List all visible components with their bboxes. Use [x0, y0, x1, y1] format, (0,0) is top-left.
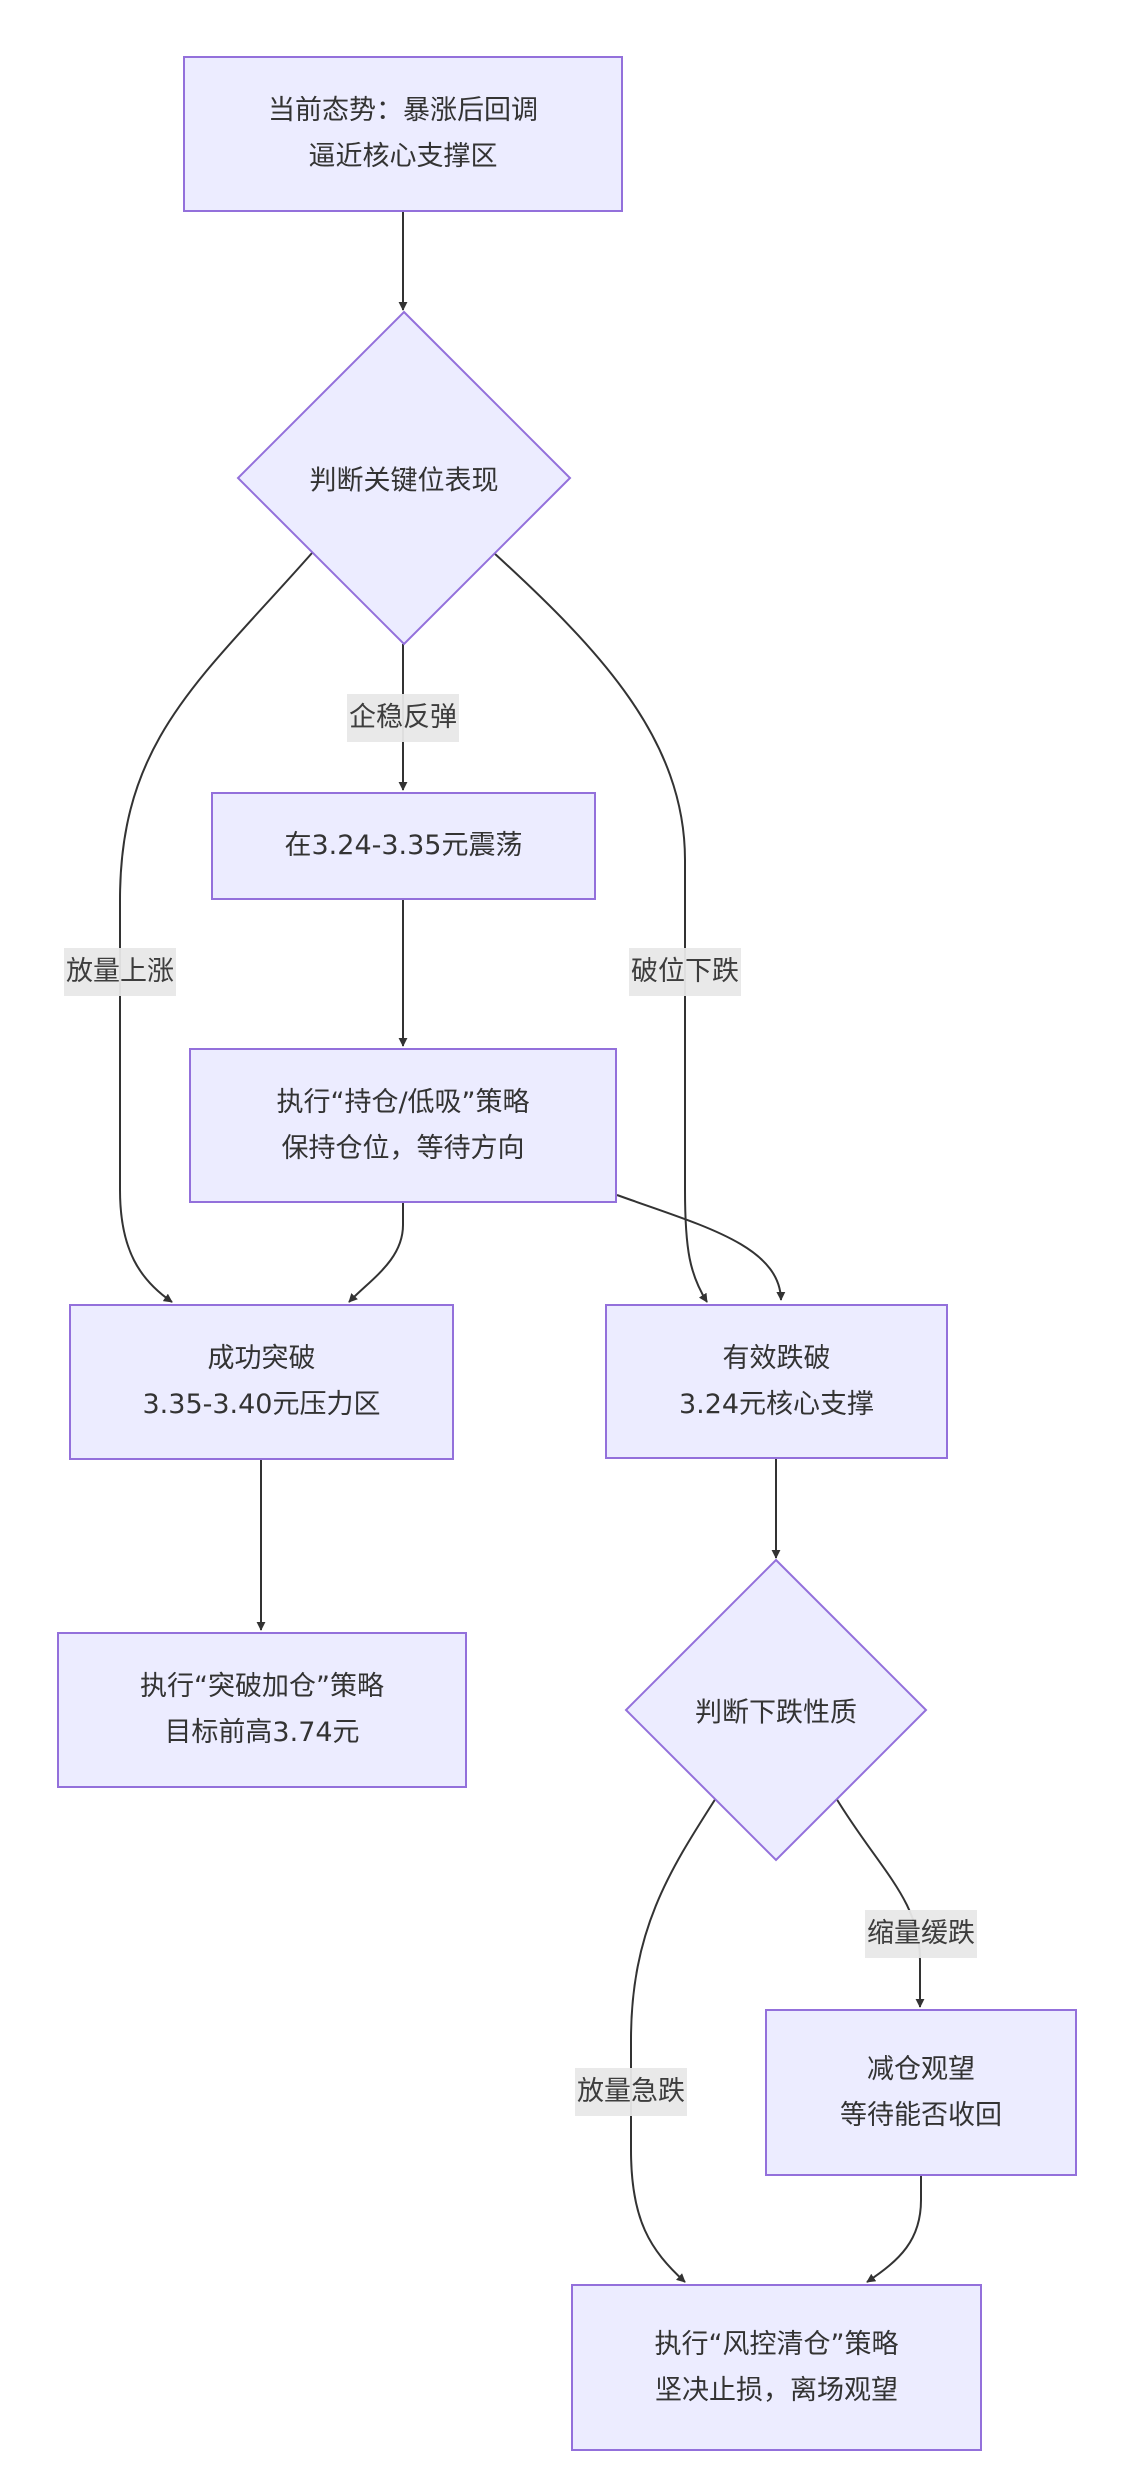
node-breakout: 成功突破 3.35-3.40元压力区 [69, 1304, 454, 1460]
node-text-line: 执行“持仓/低吸”策略 [276, 1086, 530, 1118]
node-text-line: 有效跌破 [722, 1342, 831, 1374]
node-text-line: 3.35-3.40元压力区 [142, 1389, 381, 1420]
edge-label-stabilize: 企稳反弹 [347, 694, 459, 742]
edge-hold-to-breakout [348, 1203, 404, 1303]
edge-label-sharp-drop: 放量急跌 [575, 2068, 687, 2116]
node-text-line: 在3.24-3.35元震荡 [284, 830, 523, 861]
node-text-line: 逼近核心支撑区 [308, 141, 498, 172]
node-reduce-watch: 减仓观望 等待能否收回 [765, 2009, 1077, 2176]
node-hold-strategy: 执行“持仓/低吸”策略 保持仓位，等待方向 [189, 1048, 617, 1203]
node-text-line: 执行“风控清仓”策略 [654, 2328, 899, 2360]
node-text-line: 减仓观望 [867, 2053, 975, 2085]
node-text-line: 成功突破 [207, 1343, 316, 1374]
node-text-line: 执行“突破加仓”策略 [140, 1671, 384, 1702]
edge-reduce-to-clear [866, 2176, 922, 2283]
decision-judge-drop-shape [624, 1558, 928, 1862]
node-risk-clear-strategy: 执行“风控清仓”策略 坚决止损，离场观望 [571, 2284, 982, 2451]
edge-judge-key-to-breakout [119, 552, 313, 1303]
edge-label-slow-drop: 缩量缓跌 [865, 1910, 977, 1958]
node-current-situation: 当前态势：暴涨后回调 逼近核心支撑区 [183, 56, 623, 212]
edge-judge-drop-to-reduce [835, 1797, 925, 2008]
node-text-line: 当前态势：暴涨后回调 [268, 95, 538, 126]
node-text-line: 3.24元核心支撑 [678, 1388, 875, 1420]
decision-judge-drop-label: 判断下跌性质 [695, 1697, 857, 1729]
edge-label-volume-up: 放量上涨 [64, 948, 176, 996]
node-text-line: 坚决止损，离场观望 [655, 2374, 898, 2406]
edge-hold-to-breakdown [616, 1194, 786, 1301]
edge-judge-drop-to-clear [630, 1797, 717, 2283]
edge-judge-key-to-breakdown [493, 552, 708, 1303]
node-add-position-strategy: 执行“突破加仓”策略 目标前高3.74元 [57, 1632, 467, 1788]
node-text-line: 等待能否收回 [840, 2099, 1002, 2131]
decision-judge-key-label: 判断关键位表现 [309, 465, 499, 497]
node-breakdown: 有效跌破 3.24元核心支撑 [605, 1304, 948, 1459]
node-range-oscillation: 在3.24-3.35元震荡 [211, 792, 596, 900]
node-text-line: 保持仓位，等待方向 [281, 1132, 525, 1164]
decision-judge-key-shape [236, 310, 572, 646]
edge-label-break-down: 破位下跌 [629, 948, 741, 996]
node-text-line: 目标前高3.74元 [164, 1717, 360, 1748]
